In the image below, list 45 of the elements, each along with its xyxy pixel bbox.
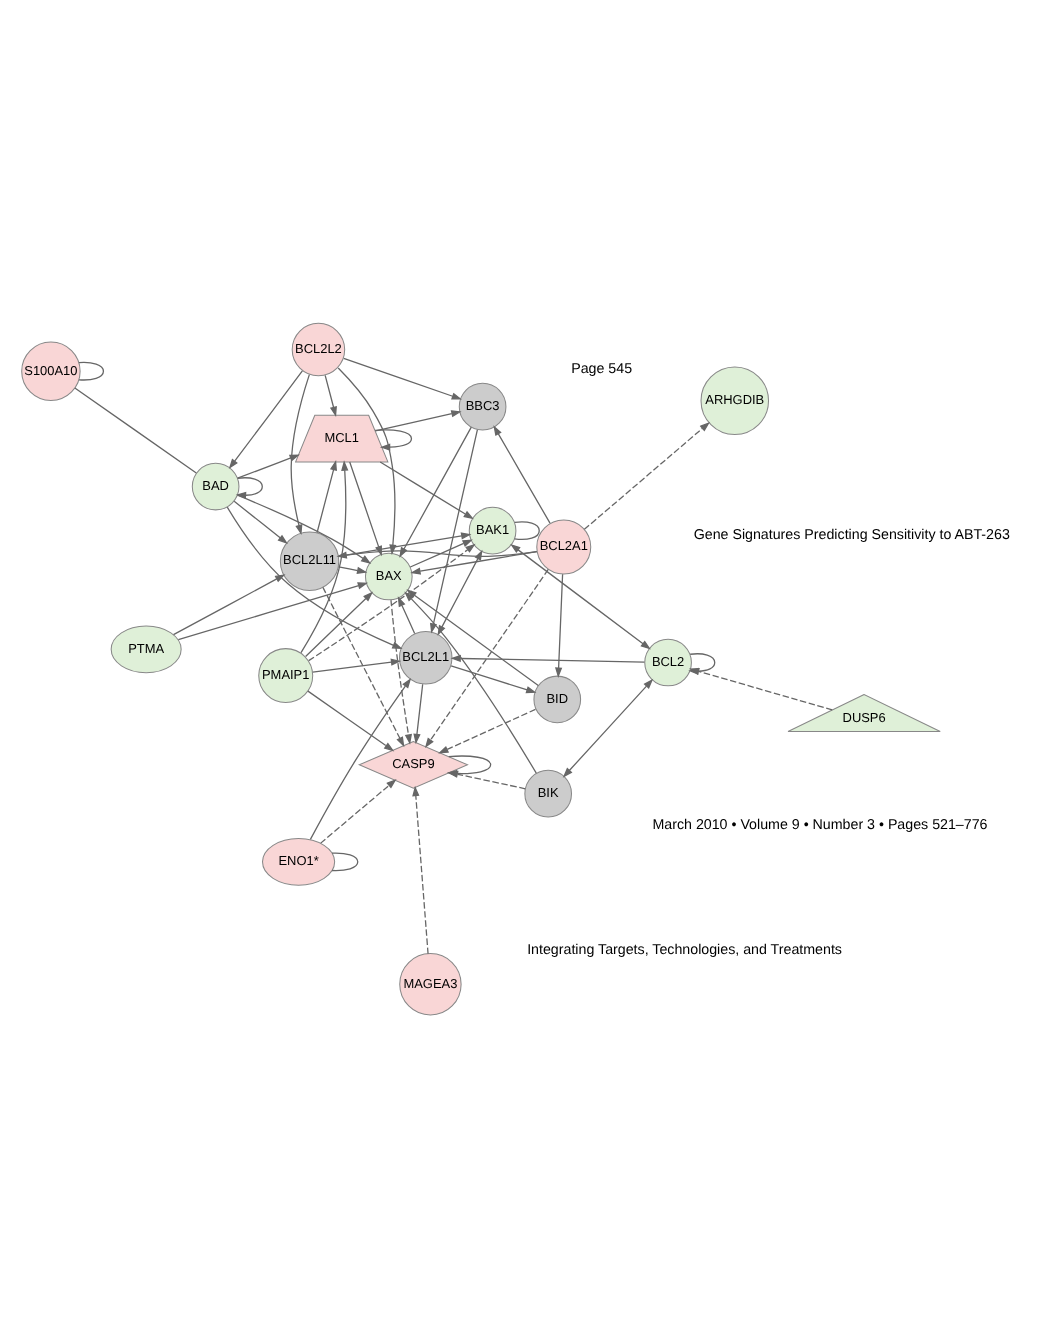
arrow (493, 425, 551, 524)
arrow (404, 591, 537, 774)
arrow (450, 654, 646, 663)
arrow (562, 678, 654, 778)
arrow (312, 658, 402, 673)
arrow (172, 574, 286, 636)
arrow (235, 477, 263, 499)
arrow (322, 586, 405, 748)
arrow (379, 461, 474, 520)
arrow (688, 653, 716, 675)
arrow (374, 410, 462, 432)
arrow (555, 573, 564, 678)
arrow (450, 665, 537, 694)
connector (78, 361, 105, 381)
arrow (177, 582, 369, 641)
arrow (320, 779, 397, 844)
arrow (409, 539, 473, 568)
arrow (374, 429, 413, 451)
connector (74, 387, 197, 474)
connector (331, 852, 359, 872)
arrow (226, 506, 403, 650)
arrow (233, 500, 288, 544)
arrow (412, 785, 429, 955)
arrow (688, 667, 833, 711)
arrow (316, 460, 337, 534)
arrow (236, 494, 372, 564)
arrow (304, 591, 374, 658)
arrow (413, 683, 424, 745)
arrow (307, 690, 395, 752)
arrow (309, 677, 412, 841)
arrow (228, 370, 303, 470)
arrow (236, 454, 300, 479)
arrow (406, 589, 539, 687)
arrow (583, 421, 710, 530)
arrow (338, 566, 368, 574)
arrow (510, 543, 651, 650)
connector (514, 521, 540, 541)
arrow (324, 374, 337, 417)
arrow (397, 596, 416, 635)
arrow (399, 426, 472, 558)
arrow (438, 708, 537, 754)
arrow (424, 568, 549, 749)
arrow (390, 599, 412, 745)
arrow (290, 374, 310, 536)
arrow (343, 357, 463, 400)
